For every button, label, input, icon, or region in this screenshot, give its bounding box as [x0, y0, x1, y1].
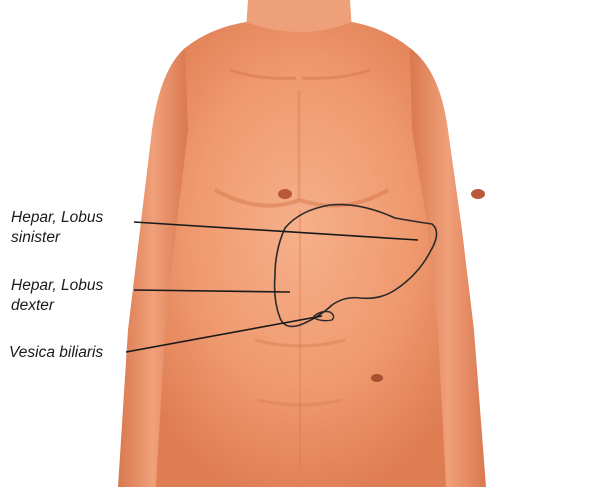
label-line: Hepar, Lobus — [11, 208, 103, 228]
left-nipple — [278, 189, 292, 199]
label-line: dexter — [11, 296, 103, 316]
label-line: Vesica biliaris — [9, 343, 103, 363]
label-line: sinister — [11, 228, 103, 248]
label-hepar-lobus-sinister: Hepar, Lobus sinister — [11, 208, 103, 248]
right-nipple — [471, 189, 485, 199]
navel — [371, 374, 383, 382]
label-vesica-biliaris: Vesica biliaris — [9, 343, 103, 363]
label-line: Hepar, Lobus — [11, 276, 103, 296]
label-hepar-lobus-dexter: Hepar, Lobus dexter — [11, 276, 103, 316]
